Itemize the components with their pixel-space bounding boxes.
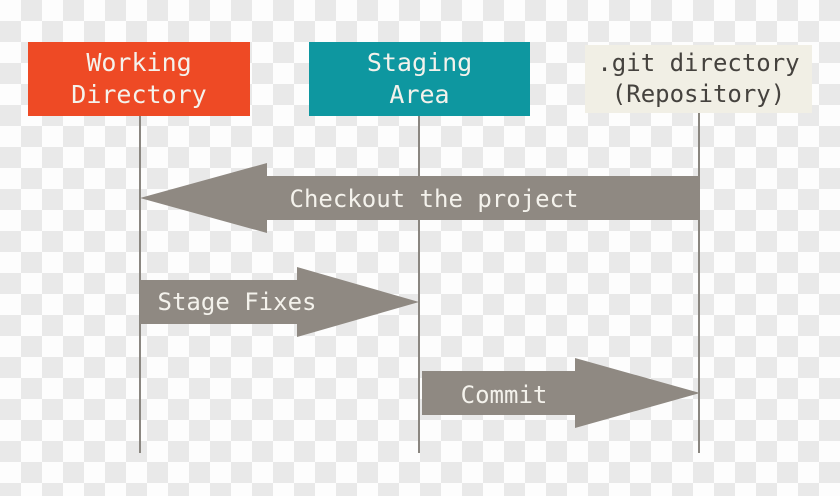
git-directory-box: .git directory (Repository) — [585, 45, 812, 113]
staging-area-label-line2: Area — [389, 80, 450, 109]
right-arrow-icon — [140, 267, 419, 337]
stage-fixes-arrow-label: Stage Fixes — [157, 288, 317, 316]
checkout-arrow-label: Checkout the project — [289, 185, 579, 213]
staging-area-lifeline — [418, 116, 420, 453]
working-directory-box: Working Directory — [28, 42, 250, 116]
commit-arrow-label: Commit — [460, 381, 548, 409]
left-arrow-icon — [140, 163, 700, 233]
git-directory-label-line2: (Repository) — [611, 80, 786, 108]
staging-area-label-line1: Staging — [366, 48, 473, 77]
commit-arrow — [422, 358, 700, 428]
stage-fixes-arrow — [140, 267, 419, 337]
working-directory-label-line2: Directory — [71, 80, 207, 109]
git-directory-label-line1: .git directory — [597, 49, 800, 77]
working-directory-label-line1: Working — [86, 48, 192, 77]
right-arrow-icon — [422, 358, 700, 428]
checkout-arrow — [140, 163, 700, 233]
staging-area-box: Staging Area — [309, 42, 530, 116]
git-directory-lifeline — [698, 113, 700, 453]
